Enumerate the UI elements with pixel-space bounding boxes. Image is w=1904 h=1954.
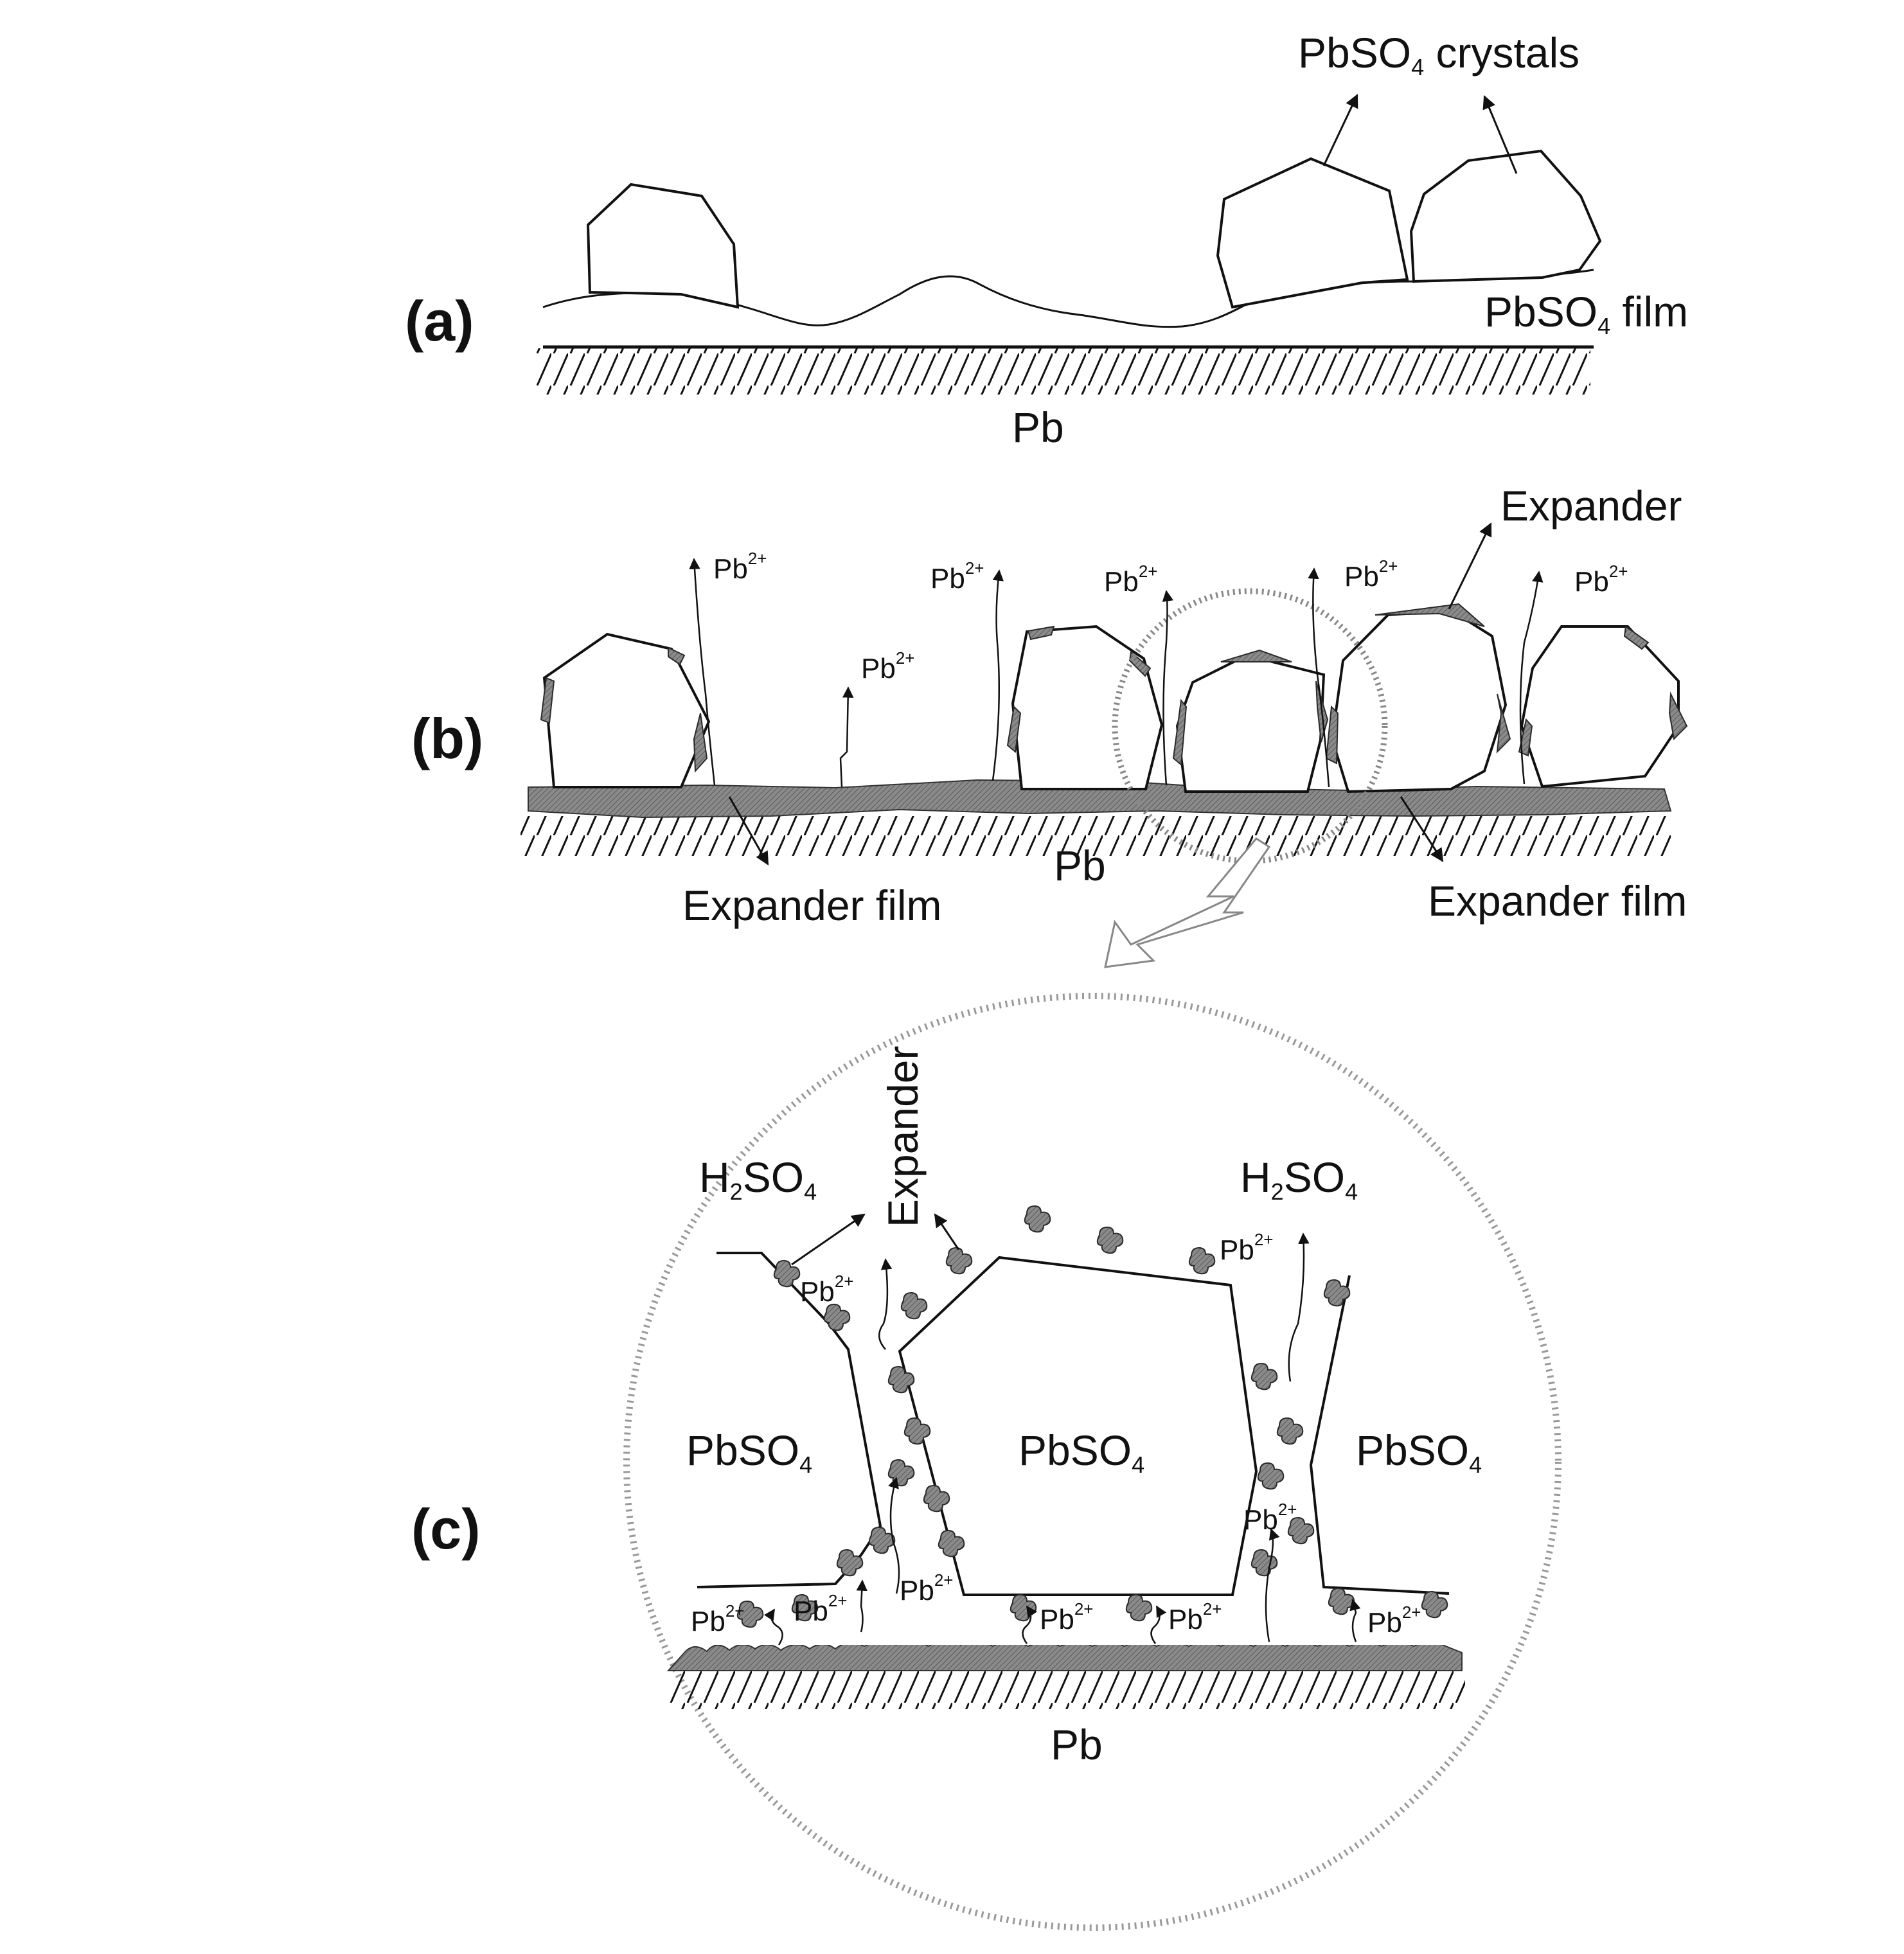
pb-ion-path-b3 [992, 569, 1004, 781]
pb-ion-path-c1 [878, 1258, 893, 1350]
expander-deposit-b13 [1623, 625, 1650, 650]
pb-ion-path-c4 [856, 1579, 867, 1633]
pb-ion-label-b6: Pb2+ [1574, 562, 1628, 598]
pb-ion-label-b1: Pb2+ [713, 549, 767, 585]
expander-base-layer-c [666, 1640, 1463, 1671]
pb-ion-label-b2: Pb2+ [861, 648, 914, 684]
pbso4-crystals-label: PbSO4 crystals [1298, 29, 1579, 80]
pbso4-crystal-c-center [898, 1256, 1258, 1596]
panel-a: (a) Pb PbSO4 crystals PbSO4 film [405, 29, 1688, 451]
pbso4-crystal-c-left [697, 1252, 882, 1588]
zoom-circle-c [623, 993, 1561, 1931]
pbso4-crystal-b3 [1175, 653, 1326, 793]
expander-deposit-b6 [1128, 651, 1152, 677]
pbso4-label-c-right: PbSO4 [1356, 1426, 1482, 1478]
pb-ion-path-c3 [888, 1477, 900, 1594]
expander-film-label-right: Expander film [1428, 877, 1687, 925]
expander-film-arrow-left [728, 796, 769, 866]
pb-substrate-hatch-b [520, 816, 1671, 856]
pb-ion-path-c9 [1349, 1599, 1361, 1642]
expander-deposit-b14 [1668, 691, 1688, 741]
pbso4-crystal-b5 [1520, 625, 1680, 788]
pb-substrate-hatch-c [668, 1671, 1465, 1709]
expander-deposit-b11 [1325, 705, 1339, 765]
pbso4-film-label: PbSO4 film [1484, 288, 1688, 339]
pbso4-crystal-b2 [1011, 625, 1164, 790]
expander-deposit-b2 [668, 646, 686, 666]
pb-ion-label-c4: Pb2+ [900, 1570, 953, 1606]
expander-deposit-b5 [1027, 625, 1055, 641]
pb-ion-label-c1: Pb2+ [800, 1272, 853, 1308]
expander-label-c: Expander [879, 1045, 927, 1227]
expander-arrow-b [1448, 522, 1492, 610]
pb-ion-path-b4 [1162, 590, 1173, 786]
crystal-arrow-left [1322, 94, 1358, 166]
panel-c-label: (c) [411, 1497, 481, 1561]
pb-ion-label-c6: Pb2+ [691, 1601, 744, 1637]
pbso4-crystal-a3 [1409, 149, 1602, 283]
panel-c: (c) Pb [411, 993, 1561, 1931]
pb-ion-path-b5 [1308, 567, 1330, 788]
zoom-callout-arrow [1104, 837, 1271, 968]
pb-ion-label-c2: Pb2+ [1220, 1230, 1273, 1266]
crystal-arrow-right [1482, 95, 1518, 174]
pb-ion-label-b4: Pb2+ [1104, 562, 1157, 598]
panel-b-label: (b) [411, 707, 483, 770]
pb-ion-path-c2 [1288, 1232, 1310, 1382]
pb-substrate-label-a: Pb [1012, 404, 1064, 451]
pb-ion-path-b2 [839, 686, 854, 788]
h2so4-label-right: H2SO4 [1240, 1153, 1358, 1205]
panel-b: (b) Pb Pb2 [411, 482, 1688, 968]
pb-ion-label-c9: Pb2+ [1367, 1603, 1421, 1639]
expander-film-label-left: Expander film [682, 882, 942, 929]
expander-deposit-b3 [693, 713, 708, 773]
pb-ion-label-b3: Pb2+ [930, 558, 984, 594]
pb-ion-path-c8 [1265, 1528, 1280, 1642]
expander-deposit-b8 [1172, 698, 1188, 766]
panel-a-label: (a) [405, 289, 474, 353]
pbso4-crystal-a1 [586, 182, 740, 309]
expander-arrow-c1 [791, 1213, 866, 1266]
pb-ion-label-c3: Pb2+ [1243, 1500, 1297, 1536]
pb-ion-path-b1 [689, 558, 716, 786]
pbso4-label-c-center: PbSO4 [1019, 1426, 1144, 1478]
expander-label-b: Expander [1500, 482, 1682, 529]
pb-substrate-label-c: Pb [1051, 1721, 1103, 1768]
pb-ion-label-c8: Pb2+ [1168, 1599, 1222, 1635]
pb-ion-path-c6 [1022, 1605, 1038, 1644]
pb-ion-path-c5 [763, 1608, 783, 1646]
expander-deposit-b12 [1496, 693, 1511, 754]
pb-ion-label-c7: Pb2+ [1040, 1599, 1093, 1635]
h2so4-label-left: H2SO4 [699, 1153, 817, 1205]
pb-substrate-hatch-a [537, 348, 1590, 395]
pb-ion-label-c5: Pb2+ [794, 1591, 847, 1627]
pb-ion-path-c7 [1150, 1605, 1167, 1644]
pbso4-crystal-a2 [1216, 157, 1409, 309]
expander-deposit-b7 [1220, 649, 1292, 662]
pbso4-crystal-b4 [1330, 608, 1508, 794]
expander-deposit-b1 [540, 677, 555, 724]
expander-arrow-c2 [934, 1213, 960, 1250]
expander-deposit-b4 [1006, 705, 1022, 753]
expander-deposit-b10 [1375, 603, 1485, 627]
zoom-circle-b [1112, 588, 1388, 864]
pb-ion-path-b6 [1519, 571, 1544, 785]
pb-ion-label-b5: Pb2+ [1344, 556, 1398, 592]
pbso4-label-c-left: PbSO4 [686, 1426, 812, 1478]
pb-substrate-label-b: Pb [1054, 842, 1106, 889]
pbso4-crystal-c-right [1309, 1275, 1450, 1595]
expander-film-arrow-right [1400, 796, 1444, 862]
